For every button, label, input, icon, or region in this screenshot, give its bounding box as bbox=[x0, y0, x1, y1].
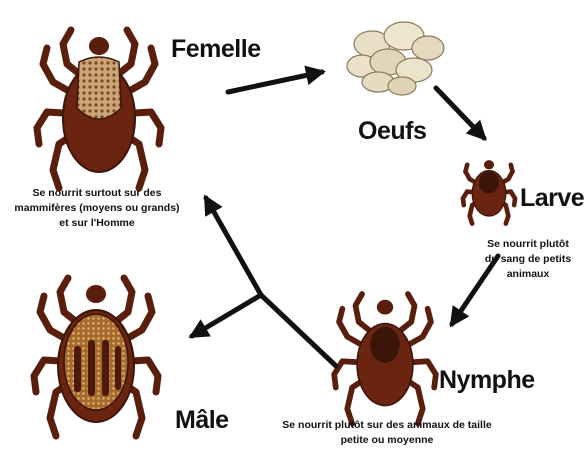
label-femelle: Femelle bbox=[171, 35, 261, 64]
larva-description: Se nourrit plutôt du sang de petits anim… bbox=[475, 237, 581, 282]
larva-tick-illustration bbox=[463, 160, 515, 223]
label-male: Mâle bbox=[175, 406, 229, 435]
arrow-nymph-branch bbox=[261, 295, 336, 366]
label-larve: Larve bbox=[520, 184, 584, 213]
nymph-desc-line: Se nourrit plutôt sur des animaux de tai… bbox=[268, 418, 506, 433]
female-desc-line: et sur l'Homme bbox=[2, 216, 192, 231]
nymph-tick-illustration bbox=[334, 294, 436, 424]
nymph-desc-line: petite ou moyenne bbox=[268, 433, 506, 448]
arrow-to-male bbox=[192, 295, 261, 336]
larva-desc-line: animaux bbox=[475, 267, 581, 282]
label-nymphe: Nymphe bbox=[439, 366, 535, 395]
male-tick-illustration bbox=[34, 278, 158, 436]
arrow-eggs-to-larva bbox=[436, 88, 484, 138]
arrow-to-female bbox=[206, 198, 261, 295]
female-tick-illustration bbox=[37, 30, 161, 188]
eggs-illustration bbox=[347, 22, 444, 95]
female-description: Se nourrit surtout sur des mammifères (m… bbox=[2, 186, 192, 231]
arrow-female-to-eggs bbox=[228, 72, 322, 92]
label-oeufs: Oeufs bbox=[358, 117, 426, 146]
nymph-description: Se nourrit plutôt sur des animaux de tai… bbox=[268, 418, 506, 448]
female-desc-line: Se nourrit surtout sur des bbox=[2, 186, 192, 201]
larva-desc-line: Se nourrit plutôt bbox=[475, 237, 581, 252]
female-desc-line: mammifères (moyens ou grands) bbox=[2, 201, 192, 216]
larva-desc-line: du sang de petits bbox=[475, 252, 581, 267]
